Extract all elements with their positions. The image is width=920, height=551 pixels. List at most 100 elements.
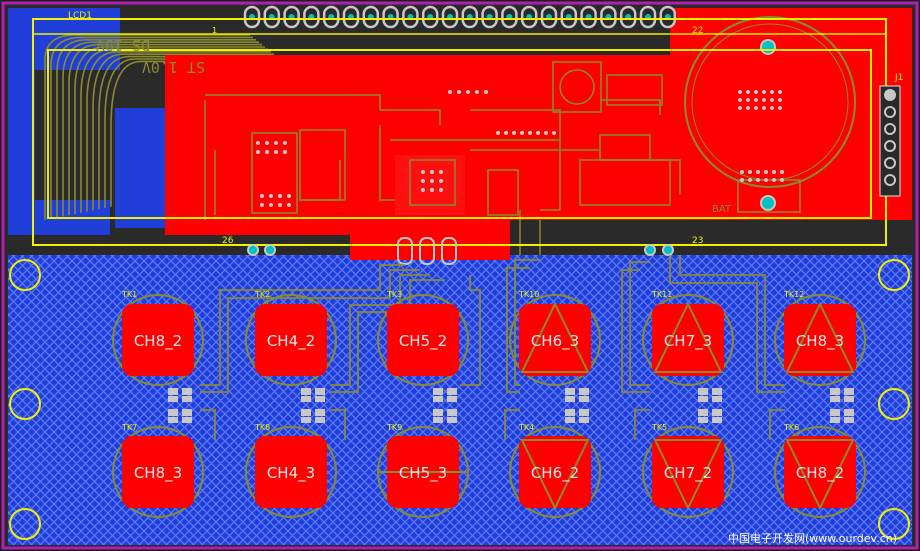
key-pad	[784, 304, 856, 376]
via-dot	[762, 90, 766, 94]
keys-bottom-row: CH8_3TK7CH4_3TK8CH5_3TK9CH6_2TK4CH7_2TK5…	[112, 409, 866, 518]
lcd-silk-inner	[47, 49, 872, 219]
via-dot	[738, 106, 742, 110]
key-smd-pad	[565, 396, 575, 402]
j1-pin	[884, 174, 896, 186]
via-dot	[746, 90, 750, 94]
lcd-pin-26-label: 26	[222, 236, 234, 246]
key-arrow-down	[785, 439, 855, 511]
via-dot	[780, 170, 784, 174]
via-dot	[421, 179, 425, 183]
key-label: CH4_3	[267, 464, 315, 483]
via-dot	[778, 98, 782, 102]
keypad-traces	[200, 255, 785, 440]
key-smd-pad	[433, 396, 443, 402]
via-dot	[748, 178, 752, 182]
key-trace	[504, 409, 520, 440]
keys-top-row: CH8_2TK1CH4_2TK2CH5_2TK3CH6_3TK10CH7_3TK…	[112, 290, 866, 402]
fan-trace	[104, 58, 280, 208]
key-designator: TK11	[651, 290, 672, 299]
via-dot	[764, 170, 768, 174]
battery-connector-outline	[737, 179, 801, 213]
touch-key: CH5_2 TK3	[377, 290, 469, 402]
key-arrow-down	[653, 439, 723, 511]
key-smd-pad	[447, 409, 457, 416]
key-designator: TK5	[651, 423, 667, 432]
via-dot	[496, 131, 500, 135]
key-smd-pad	[447, 396, 457, 402]
via-dot	[484, 90, 488, 94]
fan-trace	[110, 60, 283, 207]
key-smd-pad	[168, 388, 178, 395]
key-smd-pad	[565, 417, 575, 423]
key-smd-pad	[712, 388, 722, 395]
component-outlines	[251, 61, 671, 216]
lcd-pin-23-label: 23	[692, 236, 703, 246]
key-smd-pad	[315, 417, 325, 423]
touch-key: CH7_3 TK11	[642, 290, 734, 402]
fan-trace	[86, 51, 271, 212]
j1-pin	[884, 157, 896, 169]
key-smd-pad	[433, 417, 443, 423]
battery-pad-top	[760, 39, 776, 55]
key-arrow-down	[520, 439, 590, 511]
via-dot	[256, 150, 260, 154]
lcd-trace-fan	[44, 34, 283, 220]
via-dot	[283, 150, 287, 154]
lcd-pin-1-label: 1	[212, 26, 217, 35]
key-designator: TK4	[518, 423, 534, 432]
fan-trace	[62, 41, 259, 217]
key-ring	[642, 426, 734, 518]
j1-pin	[884, 140, 896, 152]
key-pad	[255, 304, 327, 376]
key-designator: TK3	[386, 290, 402, 299]
via-dot	[754, 98, 758, 102]
via-dot	[274, 141, 278, 145]
key-label: CH7_3	[664, 332, 712, 351]
via-dot	[740, 178, 744, 182]
lcd-bottom-pads	[247, 237, 674, 265]
via-dot	[504, 131, 508, 135]
fan-trace	[50, 36, 253, 219]
key-trace	[621, 269, 650, 393]
key-smd-pad	[182, 388, 192, 395]
fan-trace	[98, 55, 277, 210]
key-smd-pad	[433, 409, 443, 416]
key-smd-pad	[844, 388, 854, 395]
key-designator: TK8	[254, 423, 270, 432]
via-dot	[457, 90, 461, 94]
via-dot	[260, 194, 264, 198]
key-smd-pad	[579, 396, 589, 402]
via-dot	[778, 106, 782, 110]
via-dot	[772, 170, 776, 174]
via-dot	[738, 90, 742, 94]
via-dot	[536, 131, 540, 135]
via-dot	[287, 203, 291, 207]
key-designator: TK1	[121, 290, 137, 299]
via-dot	[421, 188, 425, 192]
key-smd-pad	[168, 417, 178, 423]
key-ring	[509, 294, 601, 386]
via-dot	[265, 141, 269, 145]
lcd-designator: LCD1	[68, 11, 92, 21]
via-dot	[738, 98, 742, 102]
key-smd-pad	[433, 388, 443, 395]
lcd-pin-22-label: 22	[692, 26, 703, 36]
key-pad	[122, 304, 194, 376]
via-dot	[265, 150, 269, 154]
via-dot	[260, 203, 264, 207]
key-label: CH5_2	[399, 332, 447, 351]
j1-designator: J1	[894, 73, 903, 83]
key-smd-pad	[447, 417, 457, 423]
key-trace	[330, 409, 346, 440]
via-dot	[448, 90, 452, 94]
internal-traces	[204, 94, 681, 255]
key-ring	[774, 294, 866, 386]
key-smd-pad	[301, 396, 311, 402]
